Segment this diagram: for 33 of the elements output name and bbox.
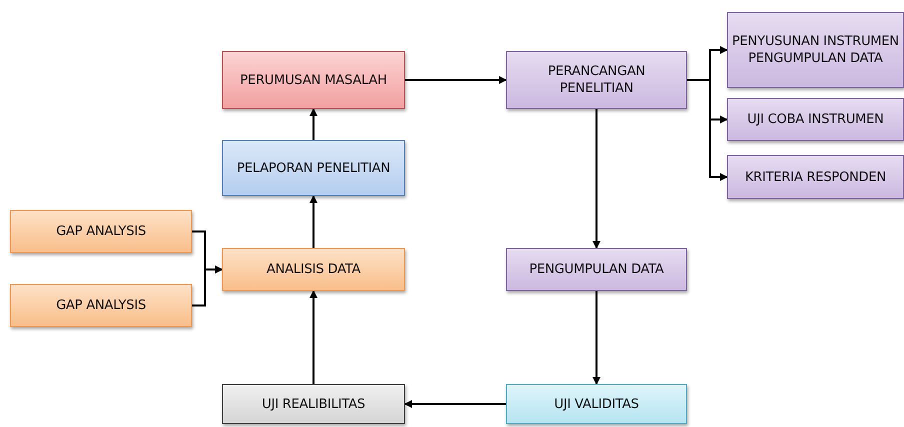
box-label: UJI VALIDITAS — [554, 396, 639, 412]
process-box — [506, 248, 687, 291]
box-label: PENGUMPULAN DATA — [529, 261, 664, 278]
arrow — [192, 266, 223, 306]
process-box — [727, 12, 904, 88]
box-label: GAP ANALYSIS — [56, 223, 146, 240]
arrow — [310, 108, 318, 140]
box-label: GAP ANALYSIS — [56, 297, 146, 314]
arrow — [310, 195, 318, 248]
box-label: PELAPORAN PENELITIAN — [236, 160, 390, 176]
arrow — [592, 109, 600, 249]
arrow — [592, 291, 600, 385]
box-label: UJI REALIBILITAS — [262, 396, 366, 412]
process-box — [727, 155, 904, 199]
box-label: KRITERIA RESPONDEN — [744, 168, 886, 186]
process-box — [10, 210, 192, 253]
process-box — [222, 51, 405, 109]
box-label: PERUMUSAN MASALAH — [240, 72, 387, 88]
arrow — [404, 400, 506, 408]
process-box — [506, 51, 687, 109]
process-box — [10, 284, 192, 327]
box-label: PERANCANGAN PENELITIAN — [546, 63, 646, 97]
arrow — [405, 76, 507, 84]
arrow — [310, 290, 318, 384]
process-box — [222, 140, 405, 196]
process-box — [727, 98, 904, 141]
box-label: PENYUSUNAN INSTRUMEN PENGUMPULAN DATA — [732, 33, 899, 67]
process-box — [222, 248, 405, 291]
box-label: UJI COBA INSTRUMEN — [747, 111, 884, 128]
process-box — [222, 384, 405, 424]
box-label: ANALISIS DATA — [266, 261, 360, 278]
process-box — [506, 384, 687, 424]
arrow — [687, 79, 728, 181]
